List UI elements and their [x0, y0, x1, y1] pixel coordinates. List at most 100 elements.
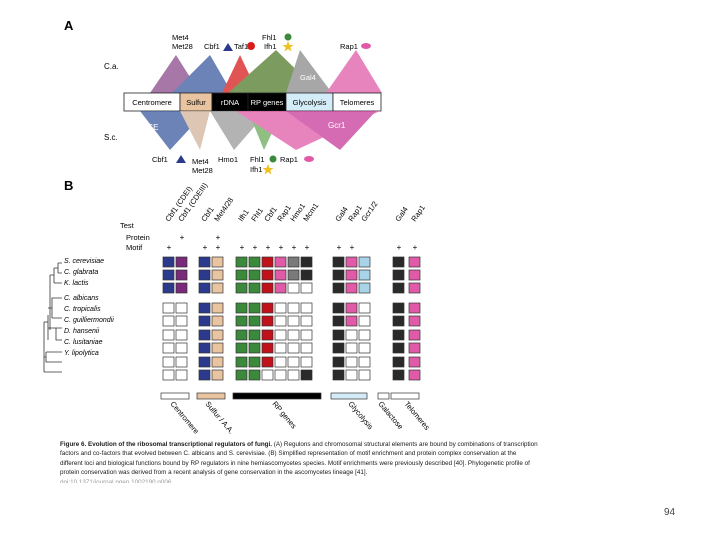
- column-label: Rap1: [409, 203, 427, 223]
- category-label: Glycolysis: [346, 400, 375, 432]
- grid-cell: [261, 282, 274, 294]
- fan-met4-bottom: [180, 111, 210, 150]
- label-fhl1-top: Fhl1: [262, 33, 277, 42]
- grid-cell: [248, 269, 261, 281]
- grid-cell: [175, 302, 188, 314]
- grid-cell: [211, 256, 224, 268]
- element-label: Telomeres: [340, 98, 375, 107]
- label-hmo1-bottom: Hmo1: [218, 155, 238, 164]
- grid-cell: [235, 269, 248, 281]
- grid-cell: [162, 369, 175, 381]
- grid-cell: [345, 315, 358, 327]
- grid-cell: [300, 282, 313, 294]
- label-met4-bottom: Met4: [192, 157, 209, 166]
- fan-cbf1-top: [172, 55, 232, 93]
- grid-cell: [332, 269, 345, 281]
- grid-cell: [287, 269, 300, 281]
- grid-cell: [211, 269, 224, 281]
- category-label: RP genes: [270, 400, 298, 431]
- motif-mark: +: [253, 243, 258, 252]
- grid-cell: [162, 329, 175, 341]
- grid-cell: [162, 269, 175, 281]
- sc-regulator-fans: [140, 111, 380, 150]
- motif-mark: +: [292, 243, 297, 252]
- grid-cell: [345, 256, 358, 268]
- grid-cell: [261, 315, 274, 327]
- label-met4-top: Met4: [172, 33, 189, 42]
- grid-cell: [300, 302, 313, 314]
- grid-cell: [175, 315, 188, 327]
- grid-cell: [345, 342, 358, 354]
- figure-caption: Figure 6. Evolution of the ribosomal tra…: [60, 440, 538, 483]
- category-label: Sulfur / A.A.: [203, 400, 235, 436]
- grid-cell: [408, 302, 421, 314]
- grid-cell: [332, 282, 345, 294]
- label-met28-bottom: Met28: [192, 166, 213, 175]
- species-label: C. tropicalis: [64, 306, 101, 313]
- ellipse-icon: [361, 43, 371, 49]
- page-number: 94: [664, 507, 676, 518]
- triangle-icon: [176, 155, 186, 163]
- grid-cell: [175, 329, 188, 341]
- grid-cell: [287, 282, 300, 294]
- conservation-grid: [162, 256, 421, 381]
- element-label: Centromere: [132, 98, 172, 107]
- grid-cell: [345, 302, 358, 314]
- fan-gal4-top: [286, 50, 332, 93]
- ca-regulator-fans: [150, 50, 382, 93]
- grid-cell: [198, 256, 211, 268]
- grid-cell: [358, 315, 371, 327]
- element-label: RP genes: [251, 98, 284, 107]
- grid-cell: [235, 356, 248, 368]
- grid-cell: [358, 269, 371, 281]
- grid-cell: [235, 369, 248, 381]
- species-label: K. lactis: [64, 280, 89, 287]
- motif-mark: +: [397, 243, 402, 252]
- motif-mark: +: [413, 243, 418, 252]
- grid-cell: [248, 302, 261, 314]
- grid-cell: [211, 315, 224, 327]
- grid-cell: [392, 369, 405, 381]
- grid-cell: [287, 302, 300, 314]
- grid-cell: [300, 269, 313, 281]
- caption-doi: doi:10.1371/journal.pgen.1002190.g006: [60, 478, 172, 483]
- grid-cell: [248, 329, 261, 341]
- grid-cell: [332, 329, 345, 341]
- column-label: Gal4: [333, 205, 349, 223]
- category-box: [232, 392, 322, 400]
- grid-cell: [274, 356, 287, 368]
- motif-mark: +: [279, 243, 284, 252]
- grid-cell: [211, 282, 224, 294]
- grid-cell: [175, 356, 188, 368]
- grid-cell: [248, 342, 261, 354]
- label-rap1-top: Rap1: [340, 42, 358, 51]
- label-cbf1-top: Cbf1: [204, 42, 220, 51]
- grid-cell: [345, 369, 358, 381]
- fan-rap1-top: [326, 50, 382, 93]
- species-label: D. hansenii: [64, 328, 99, 335]
- motif-mark: +: [240, 243, 245, 252]
- grid-cell: [211, 329, 224, 341]
- category-label: Centromere: [168, 400, 200, 436]
- grid-cell: [211, 356, 224, 368]
- grid-cell: [162, 256, 175, 268]
- grid-cell: [198, 356, 211, 368]
- grid-cell: [235, 315, 248, 327]
- motif-mark: +: [203, 243, 208, 252]
- species-label: C. guilliermondii: [64, 317, 114, 324]
- grid-cell: [198, 315, 211, 327]
- grid-cell: [408, 369, 421, 381]
- circle-icon: [284, 33, 292, 41]
- motif-mark: +: [167, 243, 172, 252]
- grid-cell: [392, 256, 405, 268]
- species-label: C. albicans: [64, 295, 99, 302]
- species-sc-label: S.c.: [104, 133, 118, 142]
- grid-cell: [248, 356, 261, 368]
- grid-cell: [408, 342, 421, 354]
- category-bar: [160, 392, 420, 400]
- grid-cell: [261, 256, 274, 268]
- label-fhl1-bottom: Fhl1: [250, 155, 265, 164]
- circle-icon: [269, 155, 277, 163]
